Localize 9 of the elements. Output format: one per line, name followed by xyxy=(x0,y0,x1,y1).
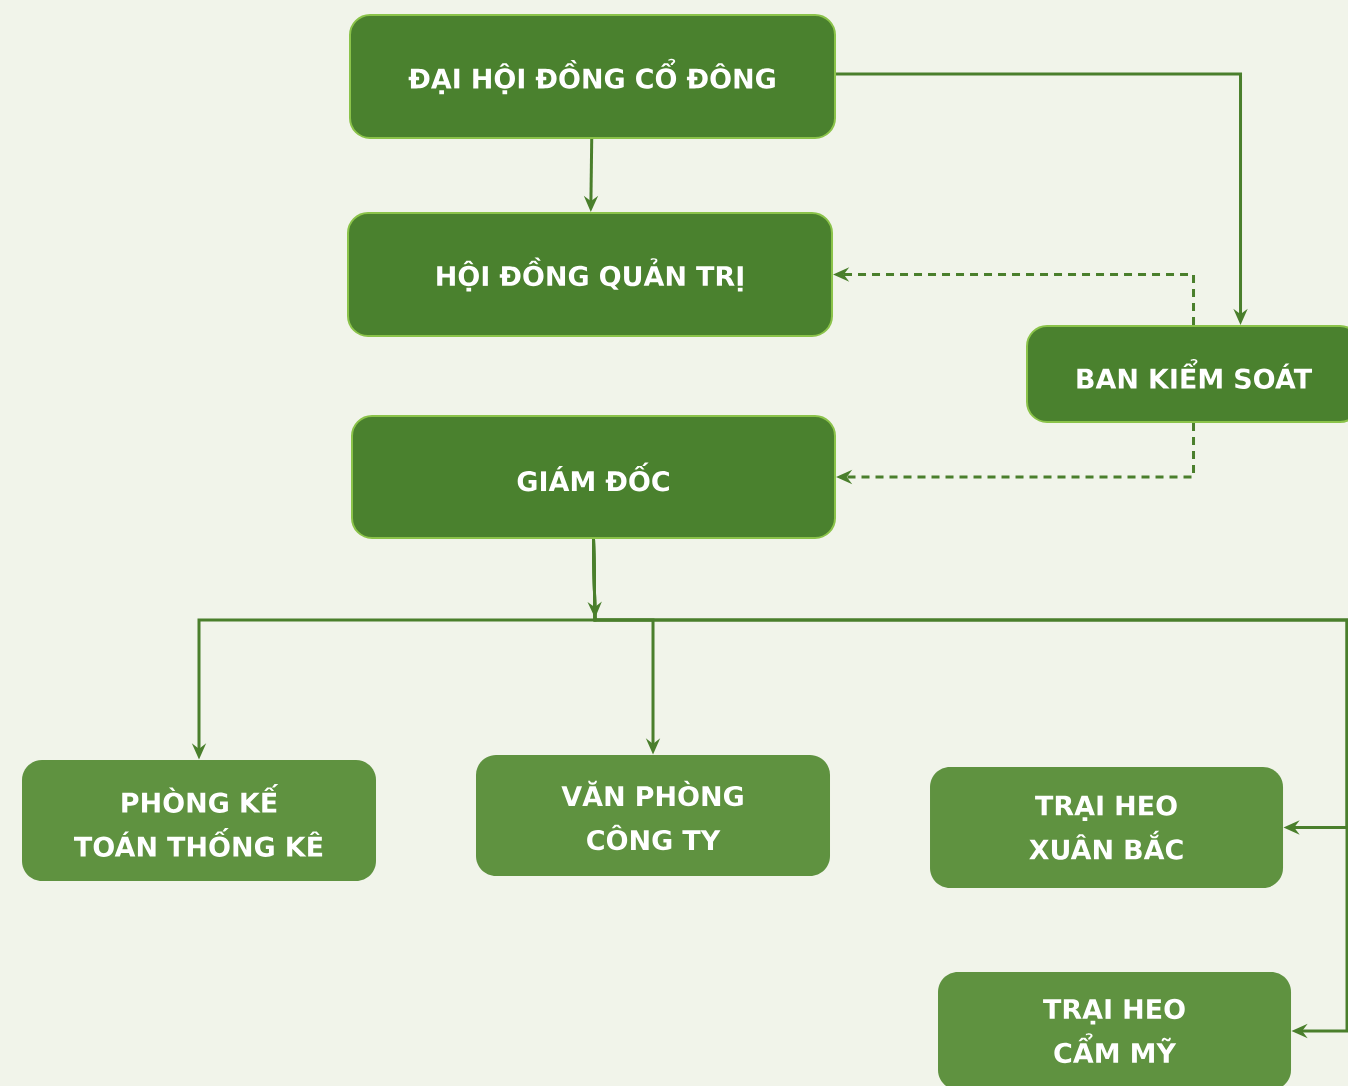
org-box: ĐẠI HỘI ĐỒNG CỔ ĐÔNG xyxy=(349,14,836,139)
org-box: HỘI ĐỒNG QUẢN TRỊ xyxy=(347,212,833,337)
org-box: TRẠI HEO CẨM MỸ xyxy=(938,972,1291,1086)
org-box: GIÁM ĐỐC xyxy=(351,415,836,539)
org-box: BAN KIỂM SOÁT xyxy=(1026,325,1348,423)
org-box: TRẠI HEO XUÂN BẮC xyxy=(930,767,1283,888)
arrow xyxy=(592,539,1348,1039)
org-box: VĂN PHÒNG CÔNG TY xyxy=(476,755,830,876)
org-box: PHÒNG KẾ TOÁN THỐNG KÊ xyxy=(22,760,376,881)
